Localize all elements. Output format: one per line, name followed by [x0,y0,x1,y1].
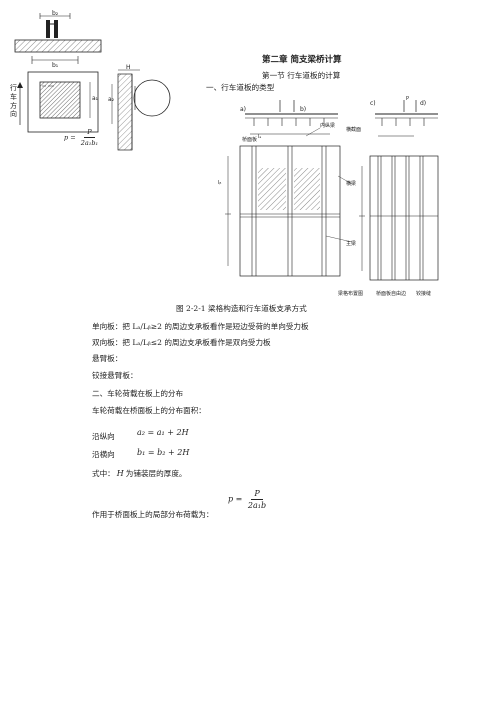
local-load-formula: p = P 2a₁b [228,489,267,510]
lb-label: lᵦ [218,180,222,186]
deck-slab-label: 桥面板 [242,137,258,143]
main-girder-label: 主梁 [346,241,357,247]
tie-plan-label: 梁格布置图 [338,291,364,297]
girder-layout-figure: a) b) c) d) 横截面 桥面板 内纵梁 横梁 主梁 梁格布置图 桥面板自… [210,96,440,301]
transverse-label: 沿横向 [92,450,115,459]
cross-section-label: 横截面 [346,127,362,133]
local-load-label: 作用于桥面板上的局部分布荷载为： [92,510,214,519]
load-P-label: P [406,96,410,102]
a1-label: a₁ [92,95,99,102]
cantilever-slab-paragraph: 悬臂板： [92,354,123,363]
b2-label: b₂ [52,10,59,17]
one-way-slab-paragraph: 单向板：把 Lₐ/Lᵦ≥2 的周边支承板看作是短边受荷的单向受力板 [92,322,309,331]
travel-direction-label: 行 车 方 向 [10,84,17,119]
subsection-types-heading: 一、行车道板的类型 [206,83,275,92]
panel-d-label: d) [420,100,427,107]
figure-caption: 图 2-2-1 梁格构造和行车道板支承方式 [176,304,307,313]
la-label: lₐ [258,134,262,140]
panel-c-label: c) [370,100,376,107]
cross-beam-label: 横梁 [346,181,357,187]
longitudinal-label: 沿纵向 [92,432,115,441]
b1-label: b₁ [52,62,59,69]
H-label: H [126,64,131,71]
section-title: 第一节 行车道板的计算 [262,71,341,80]
panel-b-label: b) [300,106,307,113]
two-way-slab-paragraph: 双向板：把 Lₐ/Lᵦ≤2 的周边支承板看作是双向受力板 [92,338,271,347]
deck-free-edge-label: 桥面板自由边 [376,291,407,297]
hinge-joint-label: 铰接缝 [416,291,432,297]
longitudinal-equation: a₂ = a₁ + 2H [137,428,189,437]
transverse-equation: b₁ = b₂ + 2H [137,448,190,457]
a2-label: a₂ [108,96,115,103]
inner-girder-label: 内纵梁 [320,123,336,129]
hinged-cantilever-paragraph: 铰接悬臂板： [92,371,138,380]
wheel-load-area-paragraph: 车轮荷载在桥面板上的分布面积： [92,406,206,415]
wheel-load-plan-figure: b₂ b₁ a₁ 行 车 方 向 p = P 2a₁b₁ [10,10,105,147]
wheel-load-elevation-figure: H a₂ [108,64,180,154]
panel-a-label: a) [240,106,247,113]
plan-pressure-formula: p = P 2a₁b₁ [64,128,99,147]
wheel-load-distribution-heading: 二、车轮荷载在板上的分布 [92,389,184,398]
chapter-title: 第二章 简支梁桥计算 [262,55,342,65]
